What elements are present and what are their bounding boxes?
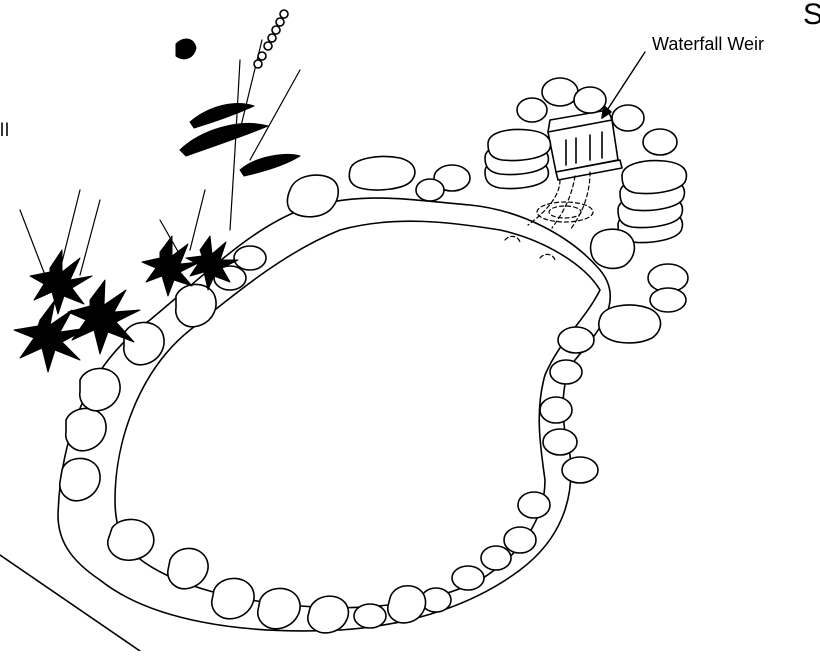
waterfall-weir-label: Waterfall Weir bbox=[652, 34, 764, 55]
ground-line bbox=[0, 555, 140, 651]
stone-stack-right bbox=[618, 161, 686, 243]
cropped-title-fragment: S bbox=[803, 0, 820, 30]
cropped-label-fragment: ll bbox=[0, 120, 10, 141]
rim-stones-bottom bbox=[108, 519, 451, 632]
rim-stones-right bbox=[452, 229, 688, 590]
rim-stones-top bbox=[287, 78, 677, 217]
foliage-stems bbox=[20, 40, 300, 275]
stone-stack-left bbox=[485, 130, 550, 189]
rim-stones-left bbox=[60, 246, 266, 501]
waterfall-weir bbox=[548, 110, 622, 180]
pond-outer-edge bbox=[58, 198, 610, 631]
foliage-left bbox=[14, 39, 300, 372]
flower-spike bbox=[254, 10, 288, 68]
